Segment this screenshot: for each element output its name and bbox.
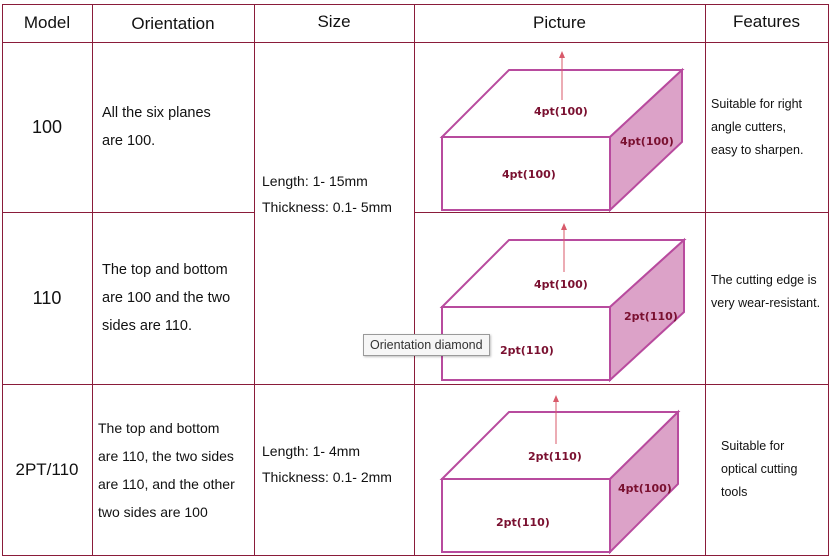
arrow-head-icon [559,51,565,58]
row-divider-2 [2,384,829,385]
header-picture: Picture [533,13,586,32]
header-features: Features [732,12,801,31]
header-orientation: Orientation [131,14,215,33]
header-divider [2,42,829,43]
crystal-orientation-table: Model Orientation Size Picture Features … [2,4,829,556]
box-front-face [441,478,611,553]
features-cell: Suitable for optical cutting tools [721,439,798,499]
size-length: Length: 1- 15mm [262,173,368,189]
size-thickness: Thickness: 0.1- 5mm [262,199,392,215]
size-thickness: Thickness: 0.1- 2mm [262,469,392,485]
table-border-top [2,4,829,5]
front-face-label: 2pt(110) [500,344,554,357]
side-face-label: 4pt(100) [620,135,674,148]
col-divider-4 [705,4,706,556]
col-divider-1 [92,4,93,556]
crystal-box-diagram: 2pt(110) 4pt(100) 2pt(110) [439,395,681,555]
top-face-label: 4pt(100) [534,105,588,118]
top-face-label: 4pt(100) [534,278,588,291]
size-cell: Length: 1- 15mm Thickness: 0.1- 5mm [254,164,414,224]
side-face-label: 2pt(110) [624,310,678,323]
front-face-label: 4pt(100) [502,168,556,181]
table-border-left [2,4,3,556]
box-front-face [441,136,611,211]
table-border-right [828,4,829,556]
table-border-bottom [2,555,829,556]
header-model: Model [23,13,71,32]
crystal-box-diagram: 4pt(100) 4pt(100) 4pt(100) [439,51,685,212]
features-cell: The cutting edge is very wear-resistant. [711,273,821,310]
front-face-label: 2pt(110) [496,516,550,529]
image-tooltip: Orientation diamond [363,334,490,356]
row-divider-1 [2,212,829,213]
col-divider-3 [414,4,415,556]
box-front-face [441,306,611,381]
model-cell: 110 [32,287,62,308]
model-cell: 100 [31,116,63,137]
features-cell: Suitable for right angle cutters, easy t… [711,96,804,157]
col-divider-2 [254,4,255,556]
arrow-head-icon [561,223,567,230]
size-cell: Length: 1- 4mm Thickness: 0.1- 2mm [254,434,414,494]
arrow-head-icon [553,395,559,402]
crystal-box-diagram: 4pt(100) 2pt(110) 2pt(110) [439,223,687,383]
orientation-cell: The top and bottom are 100 and the two s… [102,262,231,334]
header-size: Size [317,12,351,31]
top-face-label: 2pt(110) [528,450,582,463]
model-cell: 2PT/110 [15,459,79,479]
orientation-cell: All the six planes are 100. [102,105,211,149]
size-length: Length: 1- 4mm [262,443,361,459]
orientation-cell: The top and bottom are 110, the two side… [98,419,235,520]
side-face-label: 4pt(100) [618,482,672,495]
